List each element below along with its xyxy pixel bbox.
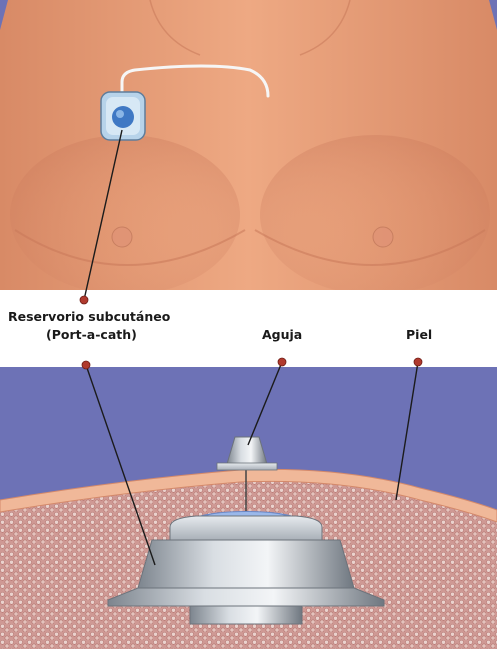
torso-illustration — [0, 0, 497, 295]
port-label-line1: Reservorio subcutáneo — [8, 309, 171, 324]
needle-label: Aguja — [262, 327, 302, 342]
skin-label: Piel — [406, 327, 432, 342]
port-device-top — [101, 92, 145, 140]
port-label-line2: (Port-a-cath) — [46, 327, 137, 342]
